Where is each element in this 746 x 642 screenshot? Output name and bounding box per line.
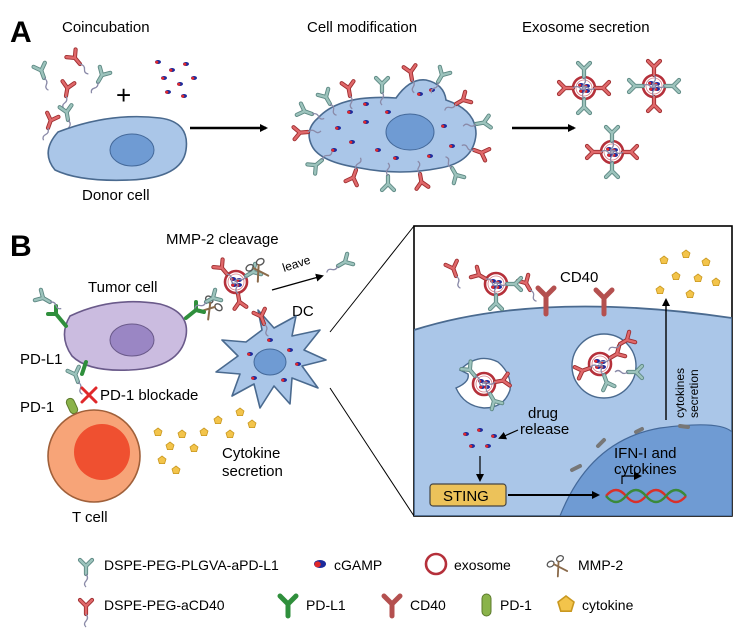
- leave-label: leave: [281, 253, 313, 275]
- drug-label: drug: [528, 405, 558, 422]
- tumor-cell-label: Tumor cell: [88, 279, 157, 296]
- legend-pdl1-label: PD-L1: [306, 597, 346, 613]
- bound-antibody-1: [35, 290, 64, 314]
- legend-exosome-icon: [424, 552, 448, 576]
- t-cell-nucleus: [74, 424, 130, 480]
- cell-modification-label: Cell modification: [307, 19, 417, 36]
- legend-pd1-icon: [481, 593, 492, 617]
- legend-pd1-label: PD-1: [500, 597, 532, 613]
- blockade-x: [80, 386, 98, 404]
- legend-acd40-icon: [80, 600, 92, 627]
- mmp2-scissors-top: [243, 256, 273, 285]
- exosome-secretion-label: Exosome secretion: [522, 19, 650, 36]
- legend-mmp2-icon: [545, 553, 572, 580]
- surface-cd40-2: [593, 287, 615, 317]
- legend-cytokine-icon: [557, 595, 575, 613]
- legend-apdl1-icon: [80, 560, 92, 587]
- cd40-label: CD40: [560, 269, 598, 286]
- dc-nucleus: [253, 348, 287, 376]
- plus-sign: +: [116, 80, 131, 110]
- donor-cell-label: Donor cell: [82, 187, 150, 204]
- pd1-receptor: [65, 397, 79, 415]
- sting-box: [429, 483, 507, 507]
- legend-exosome-label: exosome: [454, 557, 511, 573]
- panel-b-letter: B: [10, 230, 32, 263]
- pd-l1-label: PD-L1: [20, 351, 63, 368]
- legend-cd40-label: CD40: [410, 597, 446, 613]
- inset-secretion-label: secretion: [687, 369, 701, 418]
- cytokine-label: Cytokine: [222, 445, 280, 462]
- zoom-line-bottom: [329, 387, 415, 517]
- dc-label: DC: [292, 303, 314, 320]
- legend-apdl1-label: DSPE-PEG-PLGVA-aPD-L1: [104, 557, 279, 573]
- nuclear-pores: [570, 424, 690, 472]
- legend-pdl1-icon: [277, 593, 299, 619]
- legend-mmp2-label: MMP-2: [578, 557, 623, 573]
- legend-cytokine-label: cytokine: [582, 597, 634, 613]
- tumor-pdl1: [46, 300, 206, 376]
- legend-acd40-label: DSPE-PEG-aCD40: [104, 597, 225, 613]
- free-cgamp: [155, 60, 197, 98]
- secreted-exosomes: [559, 61, 679, 177]
- sting-label: STING: [443, 488, 489, 505]
- leaving-antibody: [324, 254, 353, 278]
- t-cell-label: T cell: [72, 509, 108, 526]
- release-label: release: [520, 421, 569, 438]
- modified-nucleus: [385, 113, 435, 151]
- zoom-line-top: [329, 225, 415, 333]
- secretion-label: secretion: [222, 463, 283, 480]
- zoom-inset: STING IFN-I and cytokines cytokines secr…: [413, 225, 733, 517]
- leave-arrow: [271, 273, 324, 291]
- pd1-blockade-label: PD-1 blockade: [100, 387, 198, 404]
- panel-a-letter: A: [10, 16, 32, 49]
- ifn-label-1: IFN-I and: [614, 445, 677, 462]
- tumor-nucleus: [109, 323, 155, 357]
- legend-cd40-icon: [381, 593, 403, 619]
- donor-nucleus: [109, 133, 155, 167]
- inset-nucleus: [559, 424, 732, 516]
- legend-cgamp-label: cGAMP: [334, 557, 382, 573]
- mmp2-cleavage-label: MMP-2 cleavage: [166, 231, 279, 248]
- surface-cd40-1: [535, 285, 557, 317]
- transcription-arrow: [621, 472, 642, 484]
- dna-helix: [605, 488, 687, 504]
- pd-1-label: PD-1: [20, 399, 54, 416]
- ifn-label-2: cytokines: [614, 461, 677, 478]
- legend-cgamp-icon: [314, 560, 326, 568]
- inset-cytokines-label: cytokines: [673, 368, 687, 418]
- coincubation-label: Coincubation: [62, 19, 150, 36]
- release-arrow: [498, 429, 519, 440]
- legend: DSPE-PEG-PLGVA-aPD-L1 cGAMP exosome MMP-…: [80, 552, 634, 627]
